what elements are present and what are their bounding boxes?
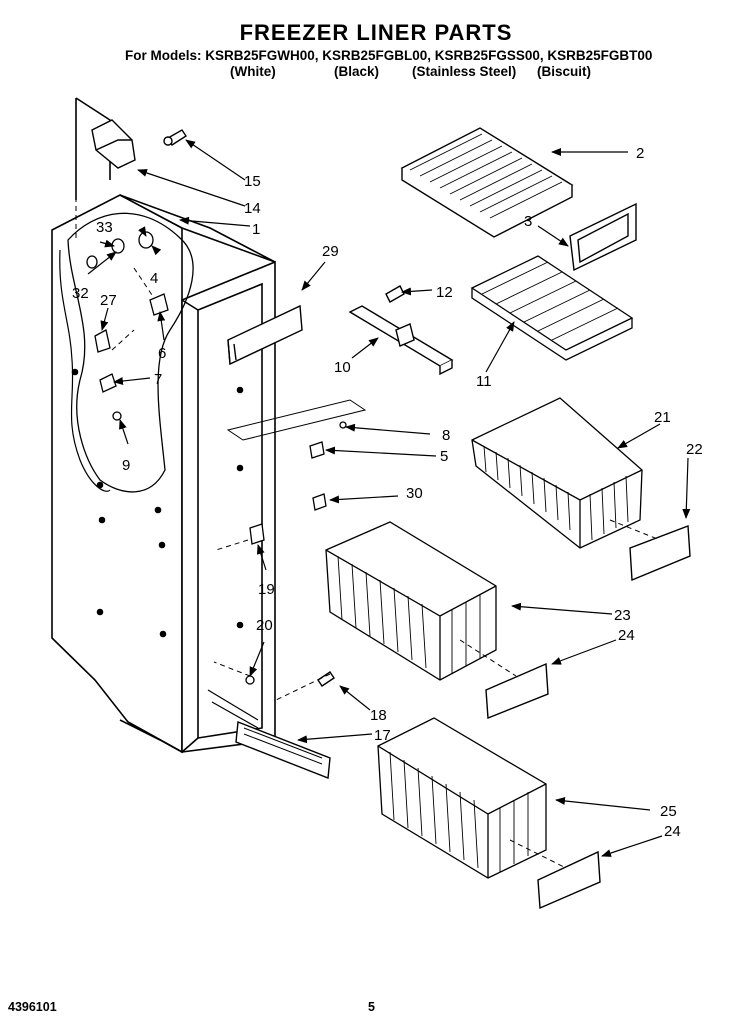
callout-33: 33 <box>96 219 113 236</box>
callout-10: 10 <box>334 359 351 376</box>
callout-17: 17 <box>374 727 391 744</box>
shelf-rail-10 <box>348 305 454 376</box>
callout-24-lower: 24 <box>664 823 681 840</box>
callout-15: 15 <box>244 173 261 190</box>
models-line: For Models: KSRB25FGWH00, KSRB25FGBL00, … <box>125 48 653 63</box>
callout-20: 20 <box>256 617 273 634</box>
callout-22: 22 <box>686 441 703 458</box>
wire-shelf-2 <box>400 127 574 238</box>
callout-24-upper: 24 <box>618 627 635 644</box>
callout-32: 32 <box>72 285 89 302</box>
callout-5: 5 <box>440 448 448 465</box>
color-stainless-label: (Stainless Steel) <box>412 64 517 79</box>
color-white-label: (White) <box>230 64 276 79</box>
bottom-rail-17 <box>235 721 331 779</box>
basket-front-24b <box>537 850 601 910</box>
basket-21 <box>471 397 643 549</box>
callout-9: 9 <box>122 457 130 474</box>
callout-21: 21 <box>654 409 671 426</box>
callout-3: 3 <box>524 213 532 230</box>
trim-strip-29 <box>227 304 303 366</box>
callout-6: 6 <box>158 345 166 362</box>
page-number: 5 <box>368 1000 375 1014</box>
callout-labels: 2 3 1 15 14 29 12 10 11 8 5 30 33 4 32 2… <box>72 145 703 840</box>
callout-14: 14 <box>244 200 261 217</box>
callout-1: 1 <box>252 221 260 238</box>
shelf-frame-3 <box>569 202 637 272</box>
callout-4: 4 <box>150 270 158 287</box>
callout-30: 30 <box>406 485 423 502</box>
callout-12: 12 <box>436 284 453 301</box>
guide-lines <box>75 170 661 869</box>
color-biscuit-label: (Biscuit) <box>537 64 591 79</box>
callout-11: 11 <box>476 373 492 390</box>
wire-shelf-11 <box>470 255 634 361</box>
callout-7: 7 <box>154 371 162 388</box>
basket-25 <box>377 717 547 879</box>
basket-front-22 <box>629 525 691 582</box>
callout-2: 2 <box>636 145 644 162</box>
callout-18: 18 <box>370 707 387 724</box>
callout-27: 27 <box>100 292 117 309</box>
document-number: 4396101 <box>8 1000 57 1014</box>
basket-front-24a <box>485 662 549 720</box>
callout-29: 29 <box>322 243 339 260</box>
callout-19: 19 <box>258 581 275 598</box>
screw-15-part <box>163 129 187 146</box>
screw-12-part <box>385 285 405 303</box>
callout-8: 8 <box>442 427 450 444</box>
callout-25: 25 <box>660 803 677 820</box>
page-title: FREEZER LINER PARTS <box>239 20 513 45</box>
basket-23 <box>325 521 497 681</box>
color-black-label: (Black) <box>334 64 380 79</box>
screw-18-part <box>317 671 335 687</box>
hinge-bracket-part <box>91 119 136 169</box>
leader-lines <box>87 139 691 857</box>
freezer-liner <box>51 97 276 754</box>
callout-23: 23 <box>614 607 631 624</box>
